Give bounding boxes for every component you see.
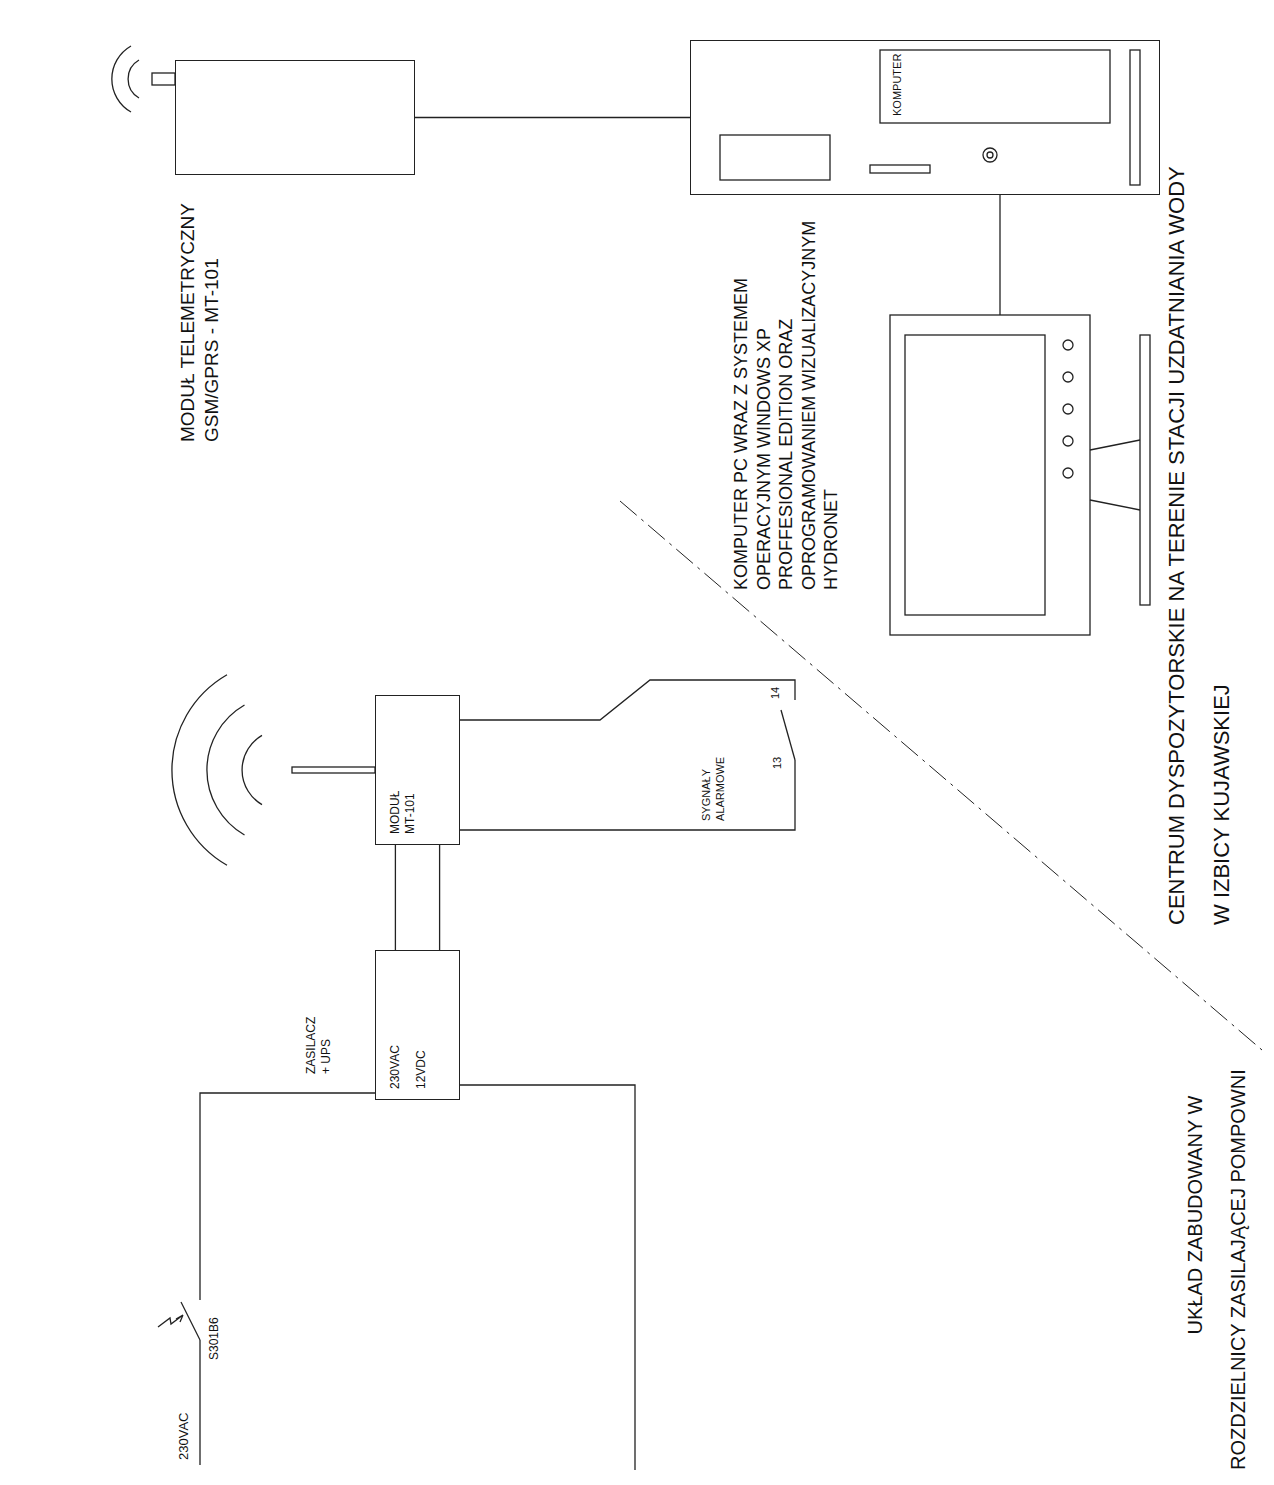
alarm-wire	[460, 760, 795, 830]
gsm-module-device: MODUŁ TELEMETRYCZNY GSM/GPRS - MT-101	[175, 60, 415, 175]
monitor-button	[1063, 340, 1073, 350]
signal-label: SYGNAŁY ALARMOWE	[700, 759, 728, 821]
caption-text: CENTRUM DYSPOZYTORSKIE NA TERENIE STACJI…	[1163, 166, 1191, 925]
power-cable	[395, 845, 439, 950]
return-wire	[460, 1085, 635, 1470]
breaker-contact	[181, 1302, 200, 1340]
voltage-label: 230VAC	[388, 1045, 403, 1089]
voltage-label: 12VDC	[414, 1050, 429, 1089]
voltage-label: 230VAC	[176, 1413, 192, 1460]
telemetry-module-box: MODUŁ MT-101	[375, 695, 460, 845]
antenna-stub	[152, 73, 175, 85]
alarm-contact	[781, 710, 795, 760]
monitor-cable	[999, 195, 1000, 315]
alarm-wire	[460, 680, 795, 720]
supply-wire	[200, 1093, 375, 1465]
drive-bay	[720, 135, 830, 180]
label-panel	[880, 50, 1110, 123]
terminal-number: 14	[769, 687, 783, 699]
module-label: MODUŁ MT-101	[388, 782, 418, 834]
monitor-button	[1063, 436, 1073, 446]
caption-text: UKŁAD ZABUDOWANY W	[1183, 1096, 1208, 1335]
box-heading: ZASILACZ + UPS	[304, 1010, 334, 1074]
power-button	[983, 148, 997, 162]
monitor-stand	[1090, 440, 1140, 510]
terminal-number: 13	[771, 757, 785, 769]
radio-waves	[112, 46, 139, 112]
radio-waves	[172, 675, 262, 866]
monitor-foot	[1140, 335, 1150, 605]
monitor-button	[1063, 468, 1073, 478]
computer-tower: KOMPUTER	[690, 40, 1160, 195]
data-cable	[415, 117, 690, 118]
monitor-button	[1063, 372, 1073, 382]
power-button	[987, 152, 993, 158]
caption-text: ROZDZIELNICY ZASILAJĄCEJ POMPOWNI	[1226, 1069, 1251, 1470]
caption-text: W IZBICY KUJAWSKIEJ	[1208, 684, 1236, 925]
tower-label: KOMPUTER	[891, 54, 905, 116]
breaker-symbol	[158, 1315, 183, 1327]
breaker-label: S301B6	[207, 1317, 222, 1360]
monitor-button	[1063, 404, 1073, 414]
tower-base	[1130, 50, 1140, 185]
disk-slot	[870, 165, 930, 173]
computer-description: KOMPUTER PC WRAZ Z SYSTEMEM OPERACYJNYM …	[730, 205, 843, 590]
monitor-screen	[905, 335, 1045, 615]
device-heading: MODUŁ TELEMETRYCZNY GSM/GPRS - MT-101	[176, 187, 224, 442]
monitor-bezel	[890, 315, 1090, 635]
power-supply-box: ZASILACZ + UPS230VAC12VDC	[375, 950, 460, 1100]
antenna-rod	[292, 767, 375, 773]
